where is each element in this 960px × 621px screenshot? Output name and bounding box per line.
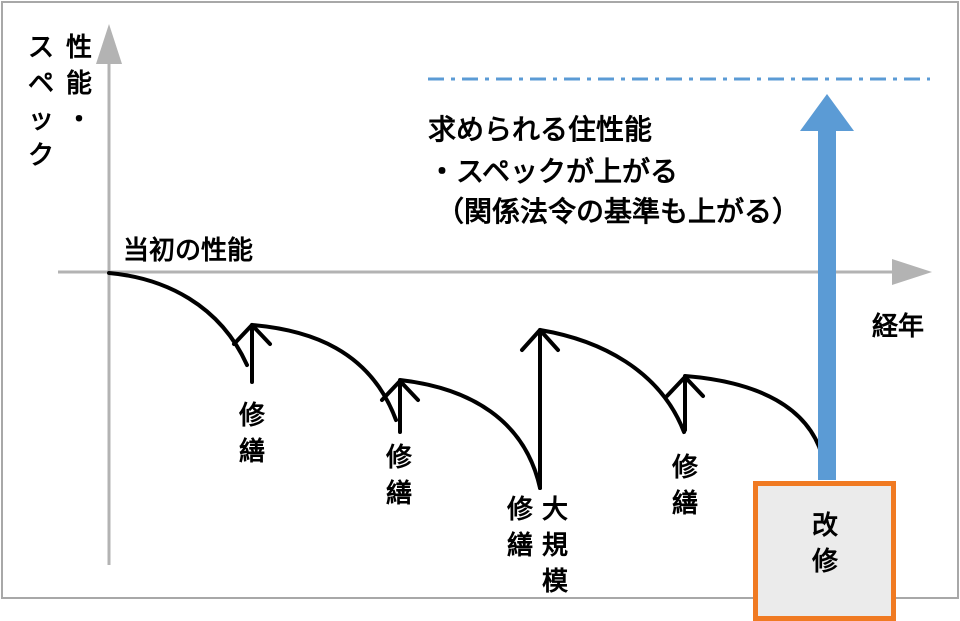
repair-arrow-1 xyxy=(232,323,272,384)
y-axis-char: 能 xyxy=(65,69,92,99)
degradation-curve-4 xyxy=(538,328,686,434)
repair-label-4: 修 繕 xyxy=(671,453,698,519)
degradation-curve-3 xyxy=(398,378,542,490)
renovation-box: 改 修 xyxy=(753,481,896,621)
y-axis-char: ス xyxy=(27,33,54,63)
repair-label-1: 修 繕 xyxy=(238,401,265,467)
repair-label-2: 修 繕 xyxy=(385,443,412,509)
y-axis-char: ペ xyxy=(27,69,54,99)
degradation-curve-1 xyxy=(107,271,249,367)
initial-performance-label: 当初の性能 xyxy=(123,236,254,266)
y-axis-char: ・ xyxy=(65,105,92,135)
major-repair-arrow xyxy=(520,328,560,490)
degradation-curve-5 xyxy=(683,374,824,457)
y-axis-char: ッ xyxy=(27,105,54,135)
major-repair-label: 大 規 模 xyxy=(541,495,568,597)
y-axis-label-col-right: 性 能 ・ xyxy=(64,30,94,138)
repair-arrow-4 xyxy=(665,375,705,432)
repair-arrow-2 xyxy=(380,379,420,434)
upgrade-arrow-shaft xyxy=(818,130,836,480)
required-performance-line2: （関係法令の基準も上がる） xyxy=(436,195,801,228)
renovation-label: 改 修 xyxy=(811,511,838,577)
required-performance-title: 求められる住性能 xyxy=(428,113,653,146)
required-performance-line1: ・スペックが上がる xyxy=(428,155,679,188)
repair-label-3: 修 繕 xyxy=(506,495,533,561)
upgrade-arrow-head xyxy=(800,94,854,131)
y-axis-label-col-left: ス ペ ッ ク xyxy=(26,30,56,174)
x-axis-arrowhead xyxy=(892,259,932,285)
degradation-curve-2 xyxy=(250,323,398,422)
y-axis-char: ク xyxy=(27,141,54,171)
diagram-frame xyxy=(1,1,959,599)
x-axis-label: 経年 xyxy=(872,312,925,342)
y-axis-arrowhead xyxy=(96,24,122,64)
performance-diagram xyxy=(58,24,932,565)
y-axis-char: 性 xyxy=(65,33,92,63)
